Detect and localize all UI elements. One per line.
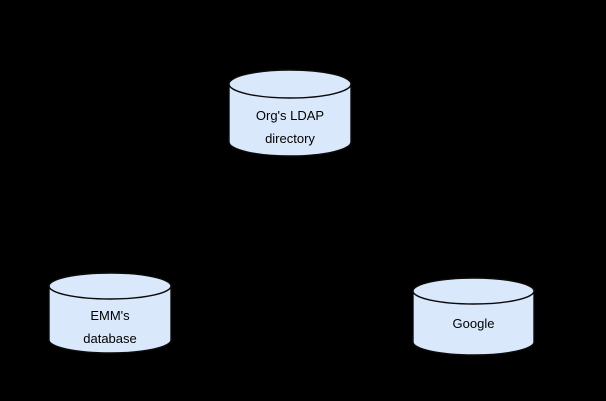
database-cylinder-icon bbox=[412, 277, 535, 356]
node-ldap-directory[interactable]: Org's LDAP directory bbox=[228, 69, 352, 157]
node-google[interactable]: Google bbox=[412, 277, 535, 356]
node-emm-database[interactable]: EMM's database bbox=[48, 272, 172, 354]
database-cylinder-icon bbox=[228, 69, 352, 157]
database-cylinder-icon bbox=[48, 272, 172, 354]
